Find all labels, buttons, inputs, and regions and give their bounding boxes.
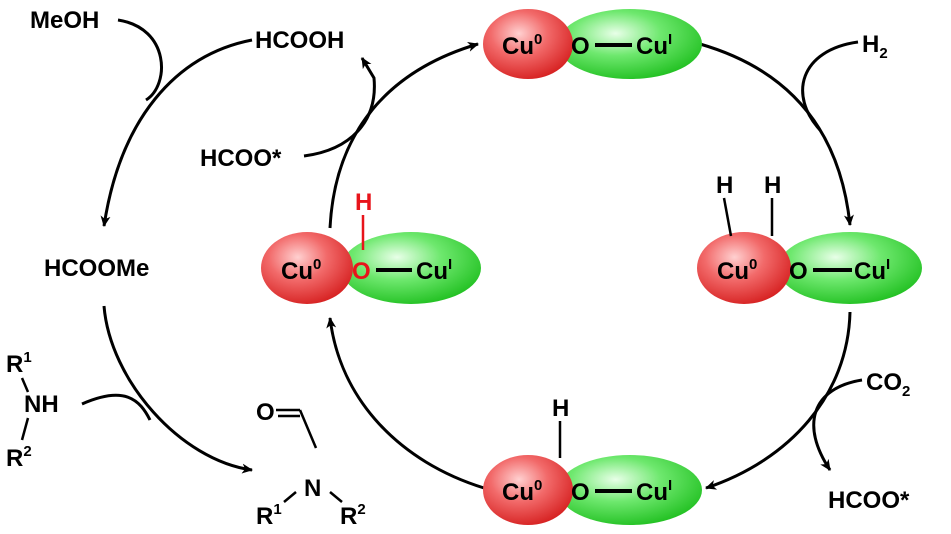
oxygen-label: O xyxy=(789,258,808,285)
arrow-bottom-to-left xyxy=(326,317,485,490)
arrow-hcoo-hcooh xyxy=(303,57,376,158)
amide-r1-label: R1 xyxy=(256,501,282,530)
cu1-label: CuI xyxy=(854,256,890,285)
c-n-bond xyxy=(298,409,318,449)
cu0-ellipse xyxy=(483,455,573,525)
amide-n-label: N xyxy=(304,475,321,502)
amine-nh-label: NH xyxy=(24,391,59,418)
cu1-label: CuI xyxy=(636,477,672,506)
amide-r2-label: R2 xyxy=(340,501,366,530)
arrow-co2-hcoo-out xyxy=(812,378,863,471)
oxygen-label: O xyxy=(571,479,590,506)
amine-structure: R1 NH R2 xyxy=(6,349,59,472)
hcoo-star-label-left: HCOO* xyxy=(200,145,282,172)
hydrogen-label-1: H xyxy=(716,172,733,199)
cu0-ellipse xyxy=(261,232,353,304)
oxygen-label: O xyxy=(352,258,371,285)
arrow-hcoome-to-amide xyxy=(102,305,253,474)
meoh-label: MeOH xyxy=(30,7,99,34)
formamide-structure: O N R1 R2 xyxy=(256,399,366,530)
cu0-label: Cu0 xyxy=(717,256,757,285)
n-r1-bond xyxy=(283,491,297,503)
cu0-label: Cu0 xyxy=(502,477,542,506)
complex-left: Cu0 O CuI H xyxy=(261,189,481,304)
complex-bottom: Cu0 O CuI H xyxy=(483,395,702,525)
arrow-h2-in xyxy=(801,40,859,132)
side-arrows xyxy=(303,40,863,471)
cu0-label: Cu0 xyxy=(281,256,321,285)
amide-oxygen-label: O xyxy=(256,399,275,426)
co2-label: CO2 xyxy=(866,369,910,400)
n-r2-bond xyxy=(329,491,343,503)
hcooh-label: HCOOH xyxy=(255,27,344,54)
hcoo-star-label-right: HCOO* xyxy=(828,487,910,514)
cu0-label: Cu0 xyxy=(502,31,542,60)
arrow-right-to-bottom xyxy=(705,311,852,490)
hydrogen-label-2: H xyxy=(764,172,781,199)
arrow-meoh-in xyxy=(117,18,163,102)
oxygen-label: O xyxy=(571,33,590,60)
h-bond-1 xyxy=(722,197,733,237)
complex-top: Cu0 O CuI xyxy=(483,9,702,79)
complex-right: Cu0 O CuI H H xyxy=(697,172,922,304)
cu1-label: CuI xyxy=(636,31,672,60)
h2-label: H2 xyxy=(862,31,888,62)
hydrogen-label: H xyxy=(552,395,569,422)
r1-n-bond xyxy=(20,377,30,393)
arrow-left-to-top xyxy=(328,42,479,229)
cu0-ellipse xyxy=(483,9,573,79)
left-pathway-arrows xyxy=(81,18,253,474)
arrow-hcooh-to-hcoome xyxy=(100,38,253,227)
hcoome-label: HCOOMe xyxy=(44,255,149,282)
hydrogen-label: H xyxy=(355,189,372,216)
r2-n-bond xyxy=(20,417,30,441)
arrow-amine-in xyxy=(81,393,152,421)
cu0-ellipse xyxy=(697,232,791,304)
amine-r2-label: R2 xyxy=(6,443,32,472)
amine-r1-label: R1 xyxy=(6,349,32,378)
cu1-label: CuI xyxy=(416,256,452,285)
